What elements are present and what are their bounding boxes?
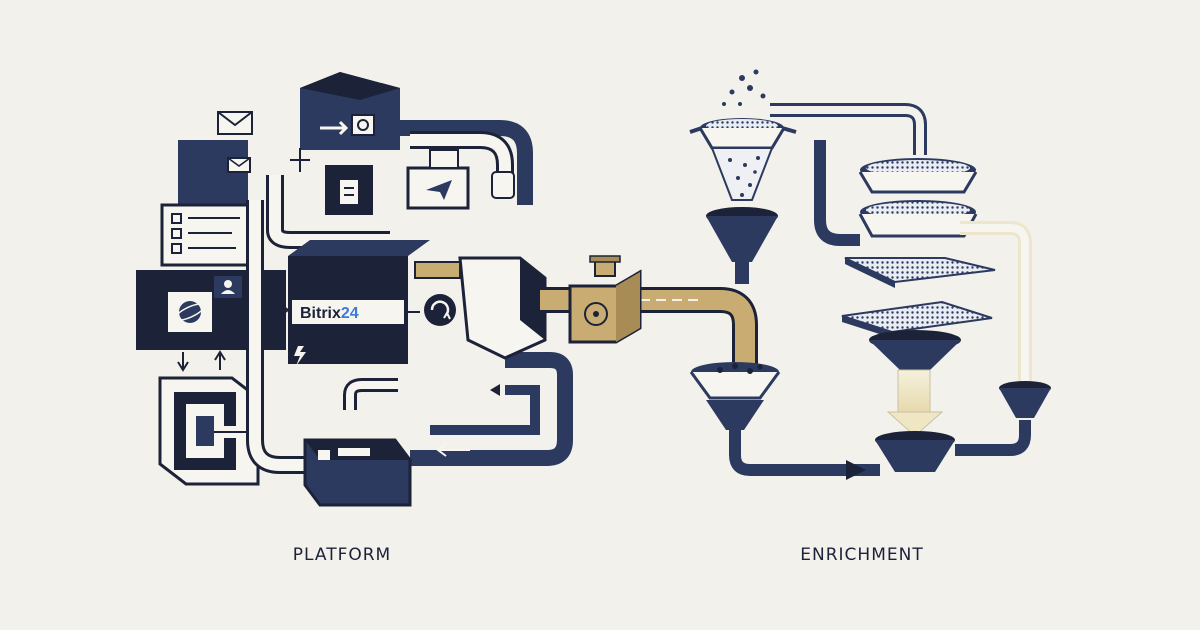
particles bbox=[722, 69, 766, 106]
send-icon bbox=[426, 180, 452, 200]
enrichment-machine bbox=[689, 69, 1051, 480]
bottom-pipe bbox=[729, 450, 880, 476]
large-funnel bbox=[869, 330, 961, 370]
platform-label: PLATFORM bbox=[292, 545, 392, 565]
lightning-icon bbox=[294, 346, 306, 366]
small-funnel bbox=[999, 381, 1051, 418]
arrow-icon bbox=[846, 460, 866, 480]
funnel-icon bbox=[706, 207, 778, 284]
brand-suffix: 24 bbox=[341, 305, 359, 322]
brand-logo: Bitrix24 bbox=[300, 305, 359, 322]
sync-icon bbox=[424, 294, 456, 326]
checklist-icon bbox=[171, 213, 240, 254]
left-block-top bbox=[178, 140, 248, 210]
nugget-bowl bbox=[689, 325, 781, 456]
side-light-pipe bbox=[960, 226, 1027, 385]
sieve-pan-1 bbox=[858, 158, 978, 194]
brand-name: Bitrix bbox=[300, 305, 341, 322]
outer-loop-pipe bbox=[300, 120, 533, 205]
collector-funnel bbox=[875, 431, 955, 472]
sieve-pan-2 bbox=[858, 200, 978, 238]
user-icon bbox=[224, 280, 232, 288]
platform-machine: Bitrix24 bbox=[136, 72, 573, 507]
clear-funnel bbox=[710, 147, 774, 201]
mesh-screen-2 bbox=[841, 300, 993, 334]
beam-arrow bbox=[886, 411, 944, 437]
orbit-icon bbox=[179, 301, 201, 323]
brand-plate bbox=[292, 300, 404, 324]
enrichment-label: ENRICHMENT bbox=[800, 545, 924, 565]
gold-connector bbox=[540, 255, 758, 370]
clipboard-icon bbox=[340, 180, 358, 204]
bottom-loop-pipe bbox=[410, 352, 573, 466]
sieve-icon bbox=[689, 118, 797, 150]
